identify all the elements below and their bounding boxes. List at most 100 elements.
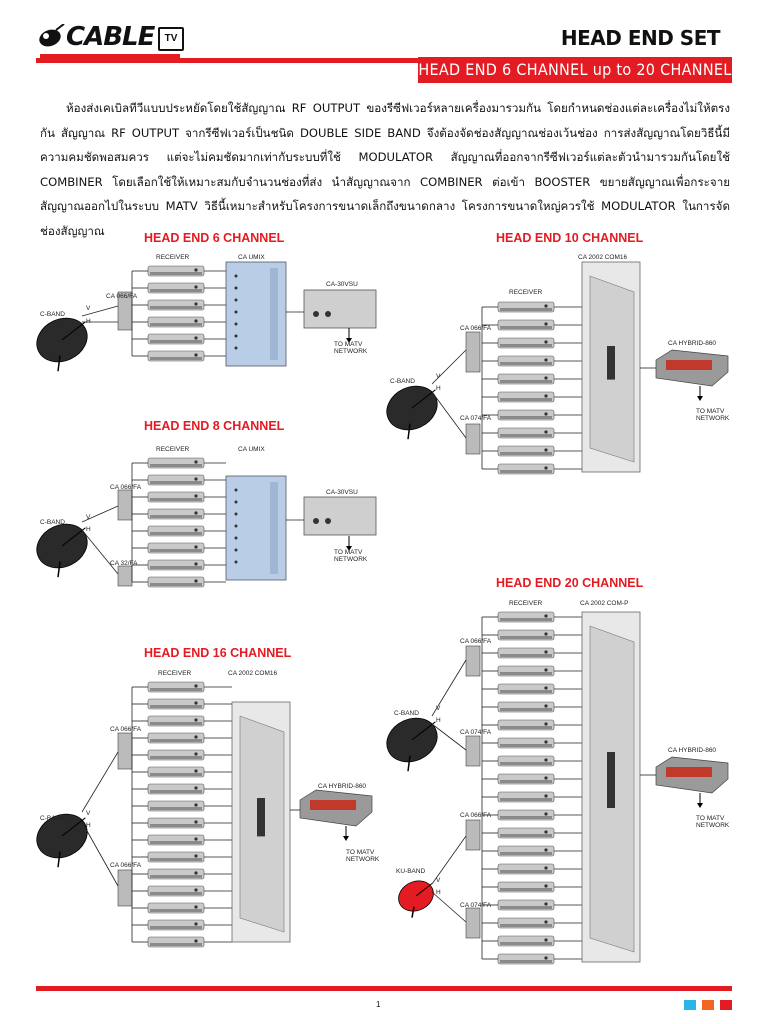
cable-line	[431, 659, 467, 717]
receiver-front	[500, 416, 552, 419]
receiver-knob	[544, 704, 548, 708]
label-to-matv: TO MATV	[346, 849, 375, 856]
dish-stand	[57, 561, 61, 578]
label-network: NETWORK	[334, 348, 368, 355]
splitter-box	[117, 732, 133, 770]
receiver-knob	[544, 322, 548, 326]
label-network: NETWORK	[334, 556, 368, 563]
receiver-front	[150, 909, 202, 912]
receiver-front	[150, 272, 202, 275]
receiver-front	[150, 705, 202, 708]
receiver-knob	[544, 686, 548, 690]
label-ca-074fa: CA 074/FA	[460, 415, 492, 422]
label-ca-074fa: CA 074/FA	[460, 729, 492, 736]
receiver-knob	[194, 545, 198, 549]
receiver-knob	[194, 353, 198, 357]
receiver-knob	[194, 511, 198, 515]
label-to-matv: TO MATV	[334, 549, 363, 556]
brand-name: CABLE	[66, 22, 155, 52]
label-c-band: C-BAND	[394, 710, 419, 717]
section-title-10-channel: HEAD END 10 CHANNEL	[496, 231, 644, 245]
header-divider	[36, 58, 732, 63]
receiver-knob	[194, 939, 198, 943]
receiver-knob	[544, 668, 548, 672]
intro-paragraph: ห้องส่งเคเบิลทีวีแบบประหยัดโดยใช้สัญญาณ …	[40, 101, 730, 238]
rack-badge	[607, 346, 615, 380]
label-h: H	[86, 318, 91, 325]
vsu-port	[313, 518, 319, 524]
receiver-knob	[194, 905, 198, 909]
receiver-knob	[544, 758, 548, 762]
label-ca-066fa: CA 066/FA	[110, 726, 142, 733]
label-receiver: RECEIVER	[156, 254, 190, 261]
label-to-matv: TO MATV	[696, 815, 725, 822]
hybrid-panel	[666, 360, 712, 370]
receiver-knob	[544, 902, 548, 906]
receiver-front	[150, 892, 202, 895]
label-ca-066fa: CA 066/FA	[460, 325, 492, 332]
arrow-head	[697, 396, 703, 401]
receiver-knob	[194, 562, 198, 566]
footer-divider	[36, 986, 732, 991]
receiver-knob	[544, 614, 548, 618]
dish-stand	[407, 423, 411, 440]
label-ca-hybrid-860: CA HYBRID-860	[668, 747, 717, 754]
label-c-band: C-BAND	[40, 815, 65, 822]
receiver-front	[150, 773, 202, 776]
receiver-front	[150, 566, 202, 569]
receiver-front	[150, 841, 202, 844]
hybrid-panel	[666, 767, 712, 777]
receiver-front	[150, 688, 202, 691]
receiver-front	[150, 306, 202, 309]
label-ca-066fa: CA 066/FA	[106, 293, 138, 300]
receiver-knob	[544, 412, 548, 416]
dish-stand	[57, 851, 61, 868]
receiver-knob	[544, 340, 548, 344]
vsu-port	[313, 311, 319, 317]
splitter-box	[465, 423, 481, 455]
receiver-front	[500, 888, 552, 891]
receiver-front	[500, 960, 552, 963]
receiver-knob	[544, 866, 548, 870]
umix-port	[234, 298, 238, 302]
receiver-knob	[194, 285, 198, 289]
umix-port	[234, 512, 238, 516]
receiver-front	[500, 798, 552, 801]
umix-port	[234, 524, 238, 528]
dish-arm	[411, 721, 436, 741]
receiver-front	[500, 762, 552, 765]
label-ca-umix: CA UMIX	[238, 254, 265, 261]
label-receiver: RECEIVER	[156, 446, 190, 453]
receiver-front	[150, 875, 202, 878]
receiver-knob	[544, 358, 548, 362]
receiver-front	[500, 726, 552, 729]
label-ca-hybrid-860: CA HYBRID-860	[668, 340, 717, 347]
label-ca-2002-comp: CA 2002 COM-P	[580, 600, 629, 607]
dish-arm	[61, 321, 86, 341]
receiver-front	[150, 926, 202, 929]
label-h: H	[436, 889, 441, 896]
receiver-front	[500, 362, 552, 365]
label-ca-066fa: CA 066/FA	[460, 638, 492, 645]
receiver-knob	[194, 319, 198, 323]
receiver-front	[150, 739, 202, 742]
receiver-knob	[194, 837, 198, 841]
label-ca-074fa: CA 074/FA	[460, 902, 492, 909]
receiver-front	[500, 708, 552, 711]
cable-line	[431, 349, 467, 385]
arrow-head	[346, 546, 352, 551]
satellite-dish-logo-icon	[39, 24, 65, 47]
label-ca-hybrid-860: CA HYBRID-860	[318, 783, 367, 790]
receiver-knob	[194, 268, 198, 272]
label-ca-30vsu: CA-30VSU	[326, 281, 358, 288]
ca-30vsu-booster	[303, 289, 377, 329]
umix-port	[234, 286, 238, 290]
arrow-head	[346, 338, 352, 343]
receiver-knob	[194, 854, 198, 858]
umix-port	[234, 536, 238, 540]
receiver-knob	[194, 786, 198, 790]
rack-badge	[607, 752, 615, 808]
cable-line	[431, 891, 467, 923]
receiver-front	[500, 452, 552, 455]
